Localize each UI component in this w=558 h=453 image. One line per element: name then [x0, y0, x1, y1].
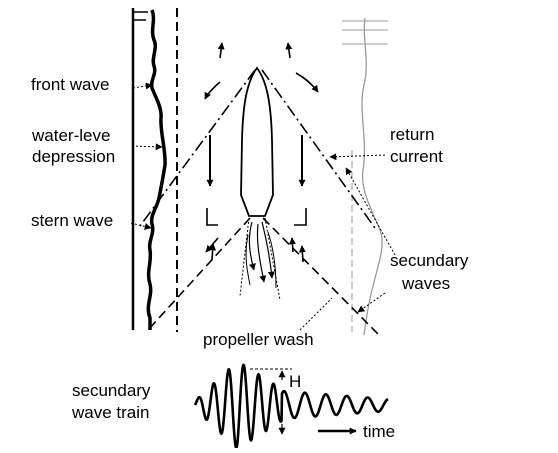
label-water-level-1: water-leve	[31, 126, 110, 145]
label-time: time	[363, 422, 395, 441]
arrow-stern-hook-left	[206, 208, 218, 226]
arrow-stern-up-left	[209, 243, 217, 261]
arrow-stern-up-right	[298, 245, 306, 263]
arrow-stern-hook-right	[294, 208, 307, 226]
stern-wave-line-left	[147, 217, 251, 331]
label-front-wave: front wave	[31, 75, 109, 94]
label-stern-wave: stern wave	[31, 211, 113, 230]
arrow-bow-top-right	[285, 42, 293, 59]
label-secundary-1: secundary	[390, 251, 469, 270]
arrow-stern-up-mid-right	[288, 237, 296, 253]
arrow-bow-left	[204, 81, 221, 100]
arrow-stern-out-left	[205, 237, 219, 253]
bow-wave-line-left	[139, 69, 256, 227]
label-train-1: secundary	[72, 381, 151, 400]
label-return-2: current	[390, 147, 443, 166]
label-secundary-2: waves	[401, 274, 450, 293]
label-train-2: wave train	[71, 403, 149, 422]
stern-wave-line-right	[262, 217, 379, 335]
wave-train-signal	[193, 363, 389, 449]
arrow-bow-right	[295, 72, 319, 93]
water-surface-profile	[146, 9, 167, 330]
leader-lines	[130, 82, 396, 331]
right-wave-profile	[361, 17, 383, 336]
label-propeller-wash: propeller wash	[203, 330, 314, 349]
label-return-1: return	[390, 125, 434, 144]
arrow-bow-top-left	[217, 42, 225, 59]
label-height: H	[289, 372, 301, 391]
label-water-level-2: depression	[32, 147, 115, 166]
bow-wave-line-right	[261, 69, 376, 229]
propeller-wash	[239, 217, 281, 301]
flow-arrows	[204, 42, 319, 263]
ship-hull	[240, 66, 274, 217]
